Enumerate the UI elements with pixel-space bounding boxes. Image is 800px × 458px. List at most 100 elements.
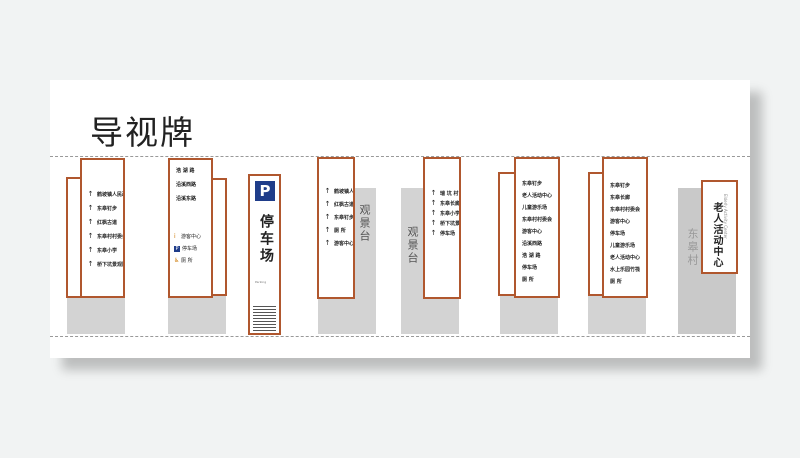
sign4-row: ↑游客中心 [323, 239, 353, 248]
elder-label: 老人活动中心 [711, 202, 722, 268]
arrow-up-icon: ↑ [430, 199, 437, 207]
arrow-up-icon: ↑ [87, 218, 94, 226]
parking-caption: Parking [255, 280, 267, 284]
sign-row-label: 沿溪东路 [176, 196, 197, 202]
viewpoint-label-2: 观景台 [406, 226, 419, 265]
arrow-up-icon: ↑ [87, 190, 94, 198]
sign4-panel: ↑鹤坡镇人民政府↑红枫古道↑东皋钉步↑厕 所↑游客中心 [317, 157, 355, 299]
parking-stripes [253, 304, 276, 332]
sign-row-label: 东皋钉步 [334, 215, 355, 221]
sign5-row: ↑桥下坑景观区 [429, 219, 459, 228]
sign-row-label: 老人活动中心 [522, 193, 553, 199]
sign-row-label: 停车场 [522, 265, 538, 271]
sign-row-label: 东皋长廊 [440, 201, 461, 207]
sign2-row: 浩 湖 路 [174, 166, 208, 175]
arrow-up-icon: ↑ [430, 189, 437, 197]
arrow-up-icon: ↑ [87, 232, 94, 240]
parking-label: 停车场 [258, 214, 274, 265]
sign-row-label: 老人活动中心 [610, 255, 641, 261]
sign6-row: 浩 湖 路 [520, 251, 555, 260]
sign2-extra-row: ♿厕 所 [174, 256, 208, 265]
sign1-panel: ↑鹤坡镇人民政府↑东皋钉步↑红枫古道↑东皋村村委会↑东皋小学↑桥下坑景观区 [80, 158, 125, 298]
sign-row-label: 红枫古道 [97, 220, 118, 226]
sign-row-label: 东皋钉步 [522, 181, 543, 187]
arrow-up-icon: ↑ [324, 239, 331, 247]
sign7-row: 停车场 [608, 229, 643, 238]
elder-sign-panel: 老人活动中心 Elderly Activity Center [701, 180, 738, 274]
sign6-row: 停车场 [520, 263, 555, 272]
arrow-up-icon: ↑ [87, 204, 94, 212]
sign-row-label: 鹤坡镇人民政府 [97, 192, 123, 198]
sign1-row: ↑红枫古道 [86, 218, 120, 227]
sign7-panel: 东皋钉步东皋长廊东皋村村委会游客中心停车场儿童游乐场老人活动中心水上乐园竹筏厕 … [602, 157, 648, 298]
sign-row-label: 东皋村村委会 [610, 207, 641, 213]
sign-row-label: 游客中心 [334, 241, 355, 247]
sign5-row: ↑瑞 坑 村 [429, 189, 459, 198]
sign-row-label: 桥下坑景观区 [97, 262, 125, 268]
sign4-row: ↑鹤坡镇人民政府 [323, 187, 353, 196]
sign5-row: ↑东皋长廊 [429, 199, 459, 208]
sign-row-label: 游客中心 [522, 229, 543, 235]
sign6-row: 沿溪西路 [520, 239, 555, 248]
sign-row-label: 厕 所 [522, 277, 534, 283]
sign6-row: 儿童游乐场 [520, 203, 555, 212]
arrow-up-icon: ↑ [430, 229, 437, 237]
sign7-row: 东皋长廊 [608, 193, 643, 202]
sign-row-label: 红枫古道 [334, 202, 355, 208]
sign-row-label: 东皋村村委会 [522, 217, 553, 223]
sign-row-label: 浩 湖 路 [176, 168, 195, 174]
sign-row-label: 停车场 [182, 246, 198, 252]
sign2-base [168, 296, 226, 334]
parking-icon: P [174, 245, 180, 252]
info-icon: i [174, 232, 176, 240]
sign5-panel: ↑瑞 坑 村↑东皋长廊↑东皋小学↑桥下坑景观区↑停车场 [423, 157, 461, 299]
sign-row-label: 厕 所 [610, 279, 622, 285]
sign-row-label: 厕 所 [334, 228, 346, 234]
sign7-row: 东皋钉步 [608, 181, 643, 190]
sign6-row: 东皋钉步 [520, 179, 555, 188]
sign1-row: ↑东皋村村委会 [86, 232, 123, 241]
arrow-up-icon: ↑ [324, 187, 331, 195]
sign7-base [588, 296, 646, 334]
sign4-row: ↑东皋钉步 [323, 213, 353, 222]
sign-row-label: 东皋小学 [97, 248, 118, 254]
sign-row-label: 东皋钉步 [97, 206, 118, 212]
sign-row-label: 停车场 [610, 231, 626, 237]
sign-row-label: 沿溪西路 [522, 241, 543, 247]
sign7-row: 游客中心 [608, 217, 643, 226]
sign1-base [67, 296, 125, 334]
sign-row-label: 水上乐园竹筏 [610, 267, 641, 273]
sign2-row: 沿溪西路 [174, 180, 208, 189]
sign6-row: 游客中心 [520, 227, 555, 236]
sign6-base [500, 296, 558, 334]
sign-row-label: 厕 所 [181, 258, 193, 264]
sign-row-label: 儿童游乐场 [522, 205, 548, 211]
arrow-up-icon: ↑ [430, 219, 437, 227]
sign1-row: ↑鹤坡镇人民政府 [86, 190, 123, 199]
sign-row-label: 桥下坑景观区 [440, 221, 461, 227]
sign2-row: 沿溪东路 [174, 194, 208, 203]
sign4-row: ↑厕 所 [323, 226, 350, 235]
arrow-up-icon: ↑ [87, 246, 94, 254]
sign7-row: 东皋村村委会 [608, 205, 643, 214]
sign5-row: ↑东皋小学 [429, 209, 459, 218]
arrow-up-icon: ↑ [324, 213, 331, 221]
sign-row-label: 沿溪西路 [176, 182, 197, 188]
village-side-label: 东皋村 [686, 228, 699, 267]
sign-row-label: 鹤坡镇人民政府 [334, 189, 355, 195]
sign5-row: ↑停车场 [429, 229, 456, 238]
sign-row-label: 停车场 [440, 231, 456, 237]
sign1-row: ↑东皋小学 [86, 246, 120, 255]
elder-english: Elderly Activity Center [723, 194, 728, 239]
arrow-up-icon: ↑ [430, 209, 437, 217]
sign1-row: ↑桥下坑景观区 [86, 260, 123, 269]
sign-row-label: 浩 湖 路 [522, 253, 541, 259]
sign-row-label: 东皋钉步 [610, 183, 631, 189]
sign4-row: ↑红枫古道 [323, 200, 353, 209]
sign6-panel: 东皋钉步老人活动中心儿童游乐场东皋村村委会游客中心沿溪西路浩 湖 路停车场厕 所 [514, 157, 560, 298]
arrow-up-icon: ↑ [324, 200, 331, 208]
toilet-icon: ♿ [174, 256, 180, 264]
sign-row-label: 东皋小学 [440, 211, 461, 217]
